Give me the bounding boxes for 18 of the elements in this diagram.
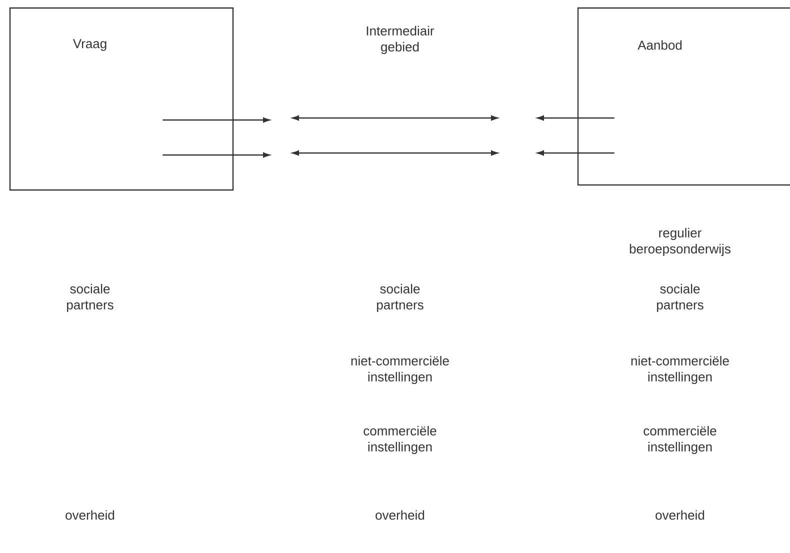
arrow [537, 115, 614, 121]
box: Vraag [9, 7, 234, 191]
column-label: overheid [66, 510, 114, 520]
arrow [162, 152, 270, 158]
column-label: regulier beroepsonderwijs [630, 228, 730, 256]
column-label: niet-commerciële instellingen [631, 356, 729, 384]
column-label: commerciële instellingen [364, 426, 436, 454]
column-label: commerciële instellingen [644, 426, 716, 454]
column-label: overheid [656, 510, 704, 520]
column-label: sociale partners [377, 284, 424, 312]
column-label: overheid [376, 510, 424, 520]
arrow [537, 150, 614, 156]
column-label: sociale partners [67, 284, 114, 312]
arrow [162, 117, 270, 123]
column-label: sociale partners [657, 284, 704, 312]
column-label: niet-commerciële instellingen [351, 356, 449, 384]
box: Aanbod [577, 7, 790, 186]
area-label: Intermediair gebied [366, 26, 434, 54]
